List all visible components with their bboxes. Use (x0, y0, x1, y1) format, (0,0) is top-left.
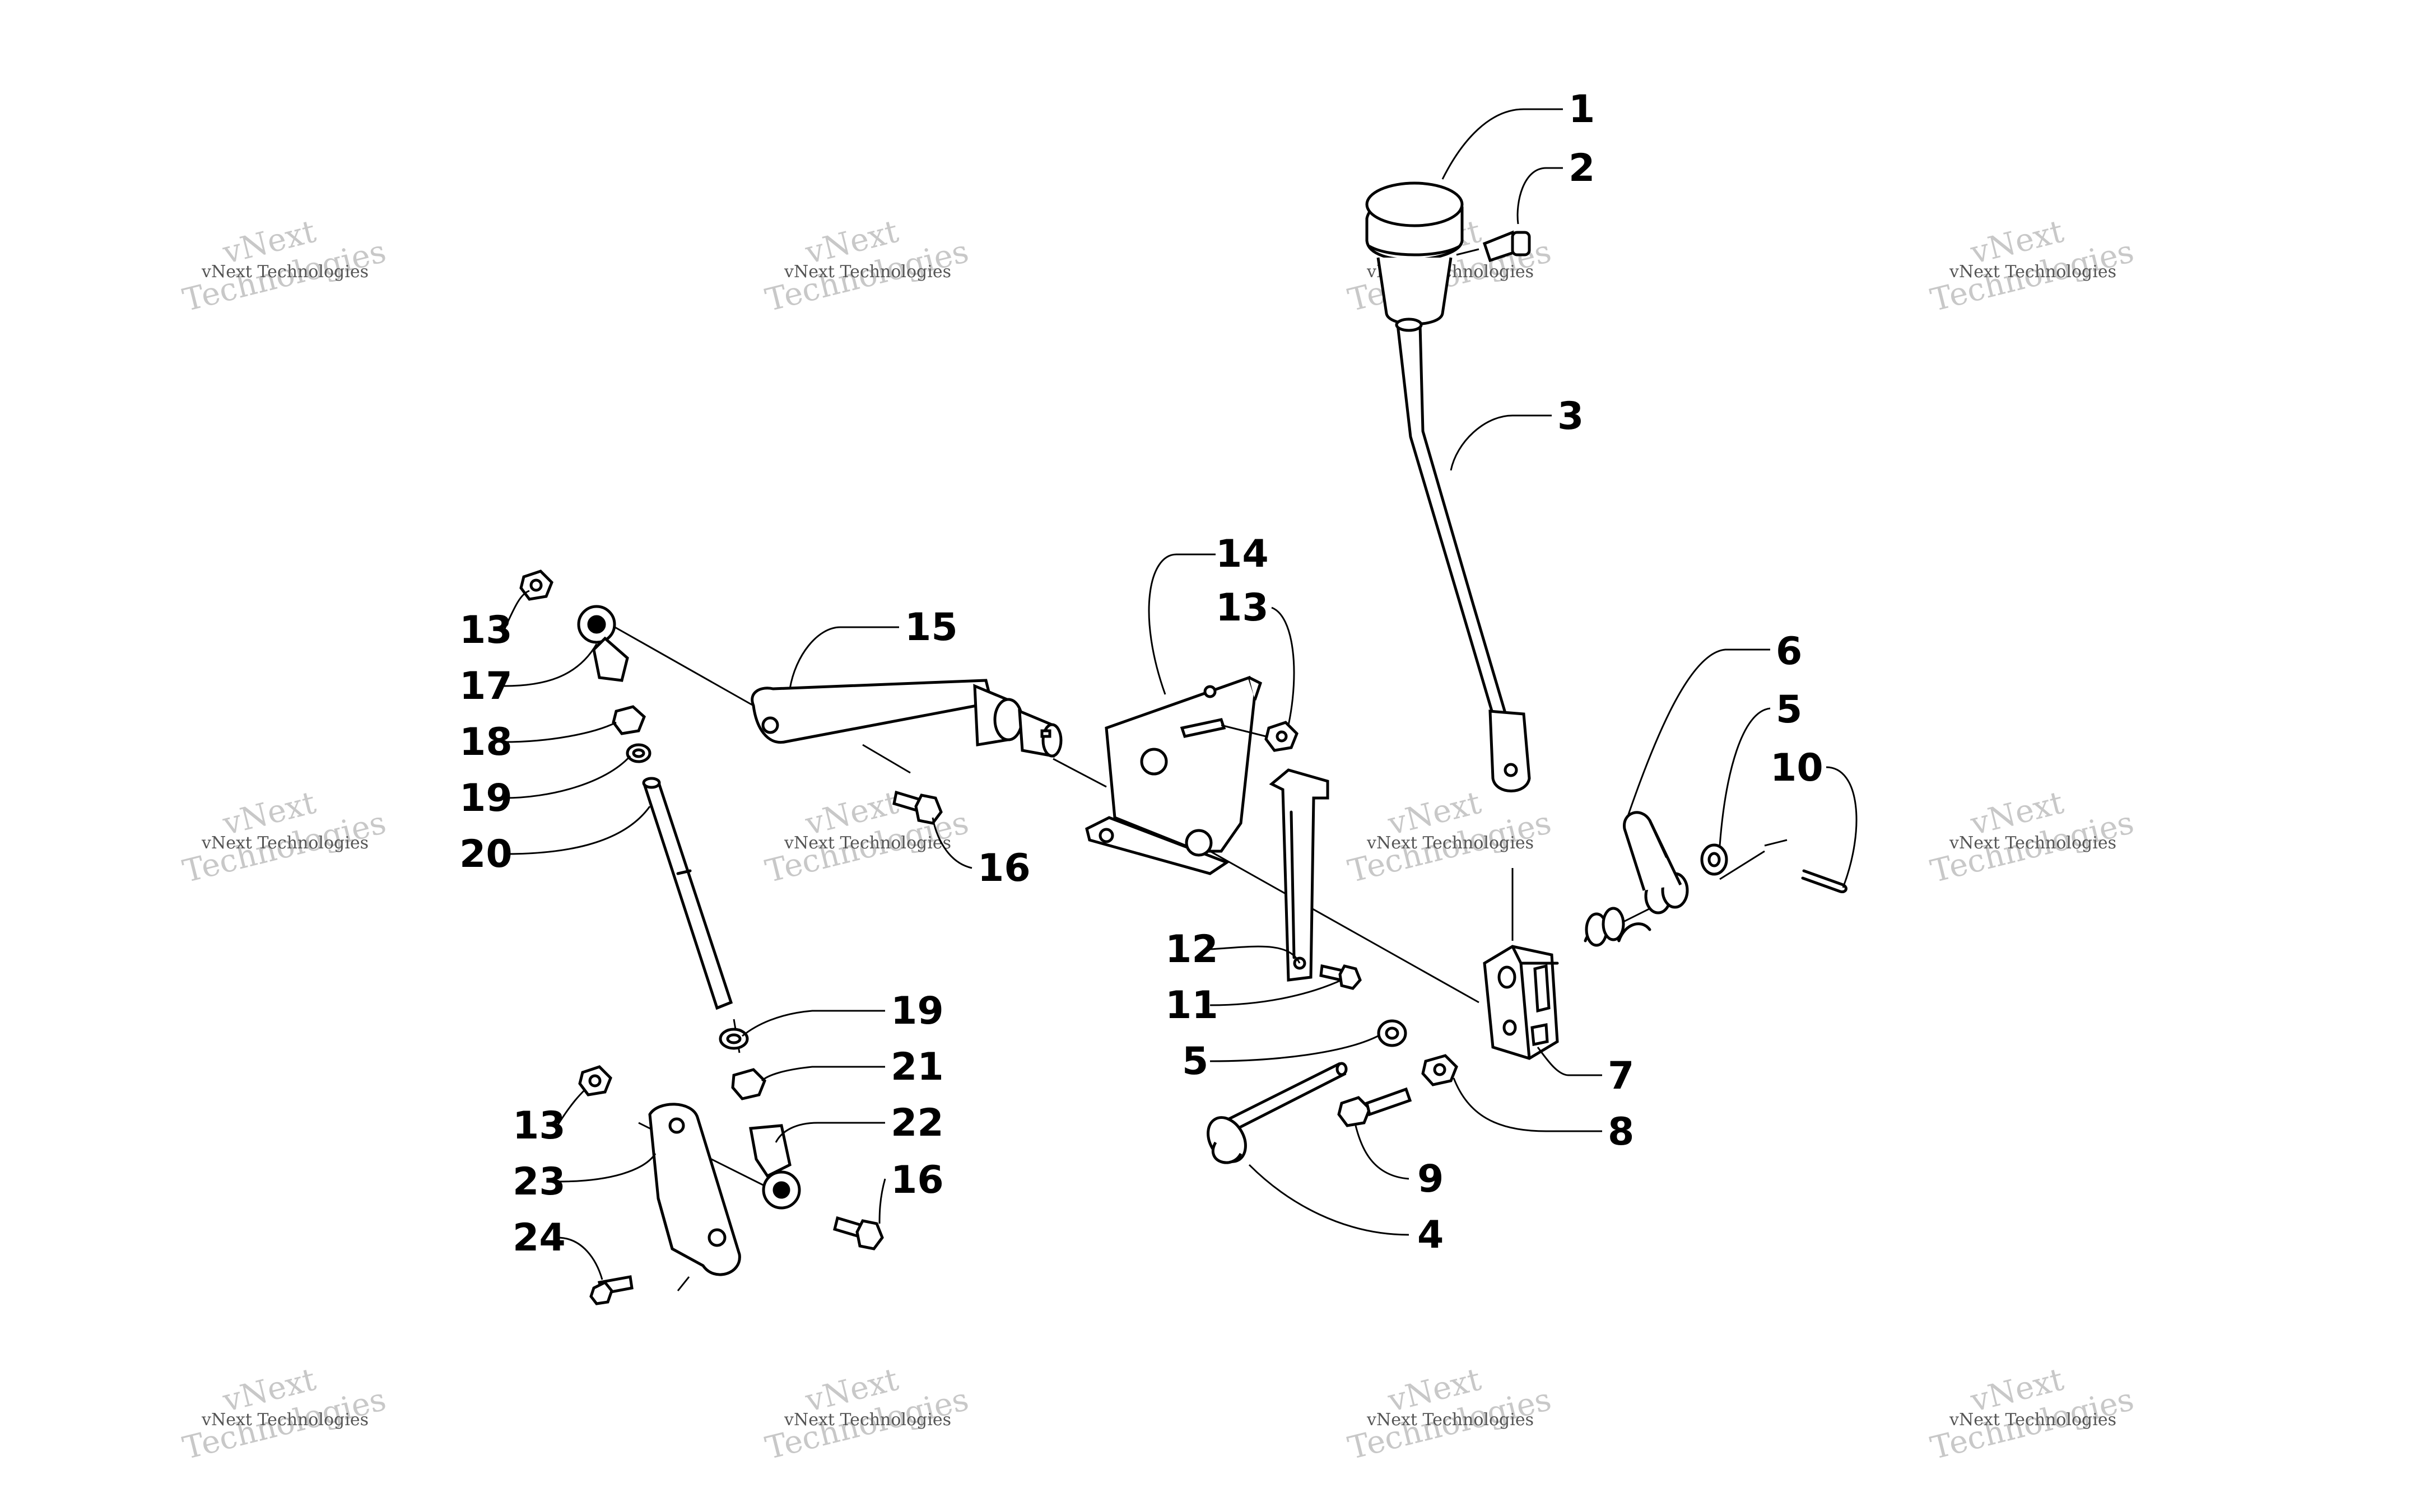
part-pivot-block-7 (1483, 945, 1559, 1060)
part-nut-13a (519, 570, 553, 601)
part-shift-knob (1365, 181, 1464, 326)
callout-6: 6 (1776, 629, 1802, 674)
leader-lines (503, 108, 1858, 1280)
part-ball-joint-22 (749, 1124, 801, 1210)
watermark-small-line: vNext Technologies (784, 833, 951, 853)
part-bolt-16a (892, 790, 943, 825)
callout-11: 11 (1165, 983, 1218, 1028)
callout-7: 7 (1608, 1054, 1634, 1098)
callout-12: 12 (1165, 927, 1218, 972)
part-bolt-16b (832, 1216, 884, 1250)
watermark-small-line: vNext Technologies (201, 262, 369, 282)
watermark-small-line: vNext Technologies (201, 1410, 369, 1430)
part-ball-joint-17 (577, 605, 629, 682)
callout-13-middle: 13 (1216, 586, 1269, 630)
part-shift-lever (1395, 318, 1531, 792)
callout-8: 8 (1608, 1110, 1634, 1154)
part-washer-19a (626, 743, 651, 763)
part-cotter-pin-10 (1801, 869, 1847, 894)
callout-5-lower: 5 (1182, 1039, 1208, 1084)
part-screw (1456, 230, 1531, 263)
callout-1: 1 (1569, 87, 1595, 132)
callout-13-top: 13 (459, 608, 513, 652)
callout-19-top: 19 (459, 776, 513, 820)
part-washer-5a (1700, 843, 1728, 876)
part-lever-plate-23 (648, 1103, 741, 1276)
watermark-small-line: vNext Technologies (1949, 262, 2116, 282)
callout-24: 24 (513, 1216, 566, 1260)
callout-17: 17 (459, 664, 513, 708)
callout-19-bottom: 19 (891, 989, 944, 1033)
callout-10: 10 (1770, 746, 1823, 790)
callout-20: 20 (459, 832, 513, 876)
watermark-small-line: vNext Technologies (1949, 833, 2116, 853)
watermark-small-line: vNext Technologies (1366, 833, 1534, 853)
callout-14: 14 (1216, 532, 1269, 576)
part-pin-4 (1207, 1062, 1348, 1164)
part-nut-21 (731, 1068, 766, 1100)
callout-5-right: 5 (1776, 688, 1802, 732)
part-washer-19b (719, 1028, 749, 1050)
callout-2: 2 (1569, 146, 1595, 190)
part-link-bracket-12 (1269, 768, 1329, 982)
callout-22: 22 (891, 1101, 944, 1145)
callout-23: 23 (513, 1160, 566, 1204)
part-spring-6 (1584, 811, 1689, 947)
watermark-small-line: vNext Technologies (1366, 1410, 1534, 1430)
callout-labels: 1 2 3 4 5 5 6 7 8 9 10 11 12 13 13 13 14… (459, 87, 1823, 1260)
callout-15: 15 (905, 605, 958, 650)
part-nut-13b (1221, 721, 1299, 752)
watermark-small-line: vNext Technologies (784, 262, 951, 282)
part-shift-bracket-14 (1085, 675, 1263, 875)
callout-9: 9 (1417, 1157, 1444, 1201)
part-nut-13c (578, 1065, 612, 1096)
part-nut-18 (612, 705, 646, 735)
watermark-small-line: vNext Technologies (201, 833, 369, 853)
watermark-small-line: vNext Technologies (1949, 1410, 2116, 1430)
part-bolt-9 (1337, 1087, 1412, 1127)
part-washer-5b (1377, 1019, 1407, 1047)
callout-18: 18 (459, 720, 513, 764)
callout-16-bottom: 16 (891, 1158, 944, 1202)
part-nut-8 (1421, 1054, 1458, 1086)
callout-4: 4 (1417, 1213, 1444, 1257)
part-shift-arm-15 (751, 679, 1063, 758)
callout-16-top: 16 (978, 846, 1031, 890)
watermark-small-line: vNext Technologies (784, 1410, 951, 1430)
callout-3: 3 (1557, 394, 1584, 438)
part-bolt-24 (589, 1275, 634, 1305)
part-rod-20 (642, 777, 733, 1010)
part-bolt-11 (1319, 964, 1362, 990)
callout-21: 21 (891, 1045, 944, 1089)
callout-13-bottom: 13 (513, 1104, 566, 1148)
